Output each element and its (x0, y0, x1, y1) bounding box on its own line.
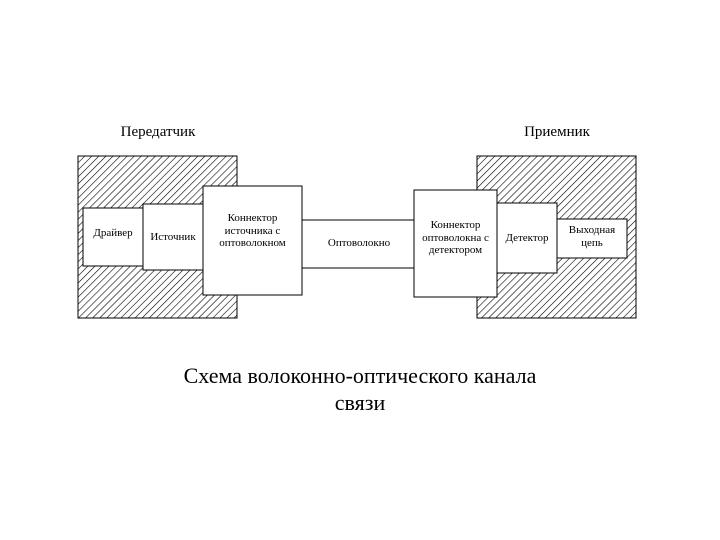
receiver-title: Приемник (524, 124, 590, 140)
output-circuit-label: Выходная цепь (568, 224, 616, 249)
source-connector-label: Коннектор источника с оптоволокном (219, 212, 286, 250)
detector-connector-box (413, 189, 498, 298)
detector-connector-label: Коннектор оптоволокна с детектором (422, 219, 489, 257)
fiber-box (318, 221, 400, 267)
detector-box (496, 202, 558, 274)
transmitter-title: Передатчик (120, 124, 196, 140)
driver-box (82, 207, 144, 267)
source-connector-box (202, 185, 303, 296)
fiber-label: Оптоволокно (327, 237, 391, 249)
output-circuit-box (556, 218, 628, 259)
diagram-caption: Схема волоконно-оптического канала связи (183, 363, 537, 415)
source-label: Источник (150, 231, 196, 243)
detector-label: Детектор (505, 232, 549, 244)
source-box (142, 203, 204, 271)
driver-label: Драйвер (93, 227, 133, 239)
